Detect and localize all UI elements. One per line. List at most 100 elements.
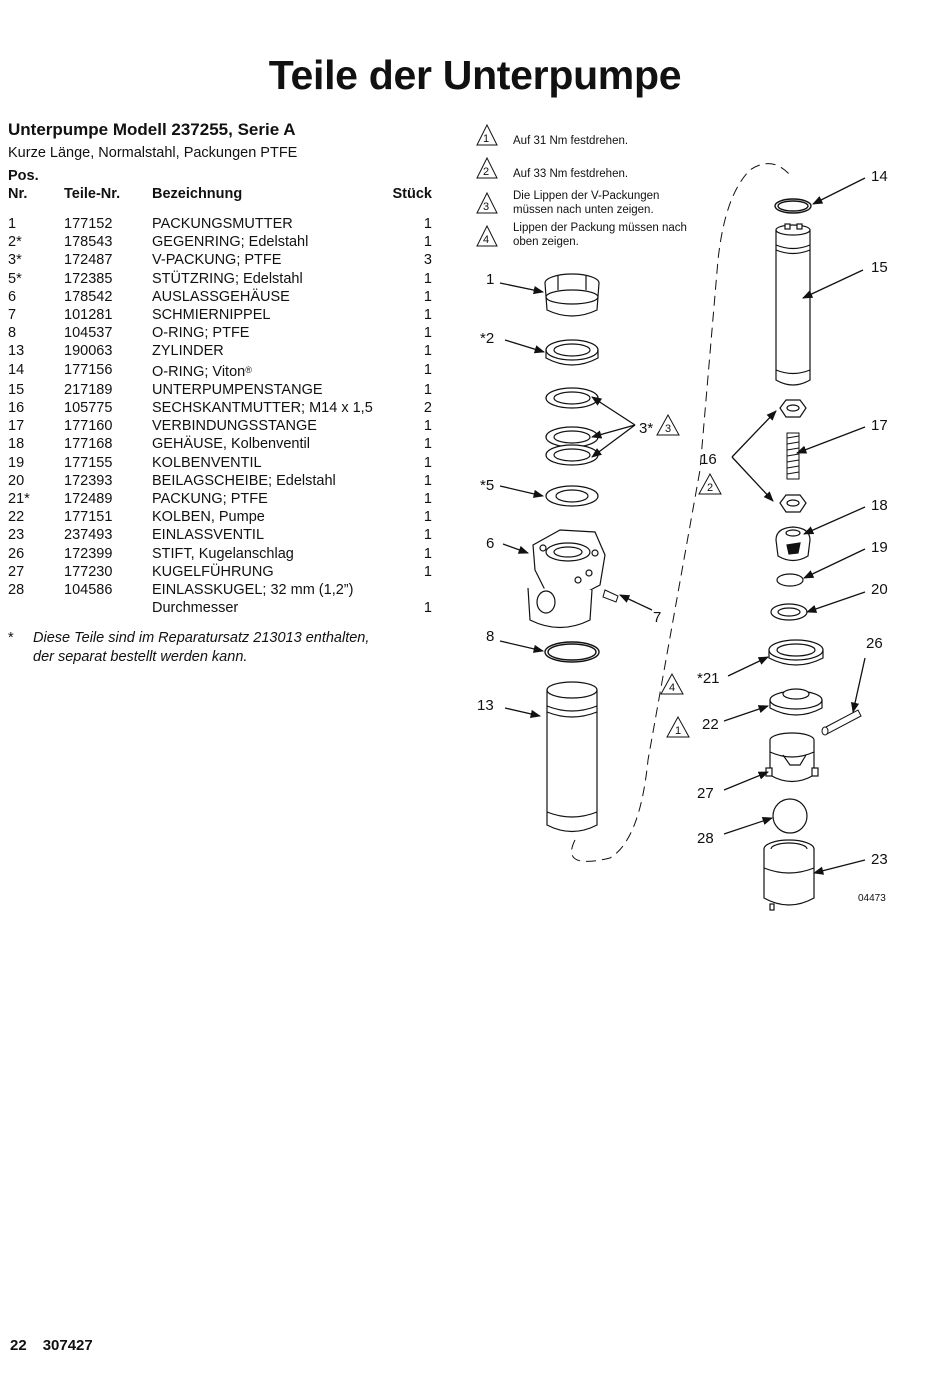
displacement-rod-part [775, 223, 811, 386]
callout-13: 13 [477, 697, 494, 714]
ref-triangle-2: 2 [698, 472, 722, 495]
callout-18: 18 [871, 497, 888, 514]
cell-quantity: 1 [423, 325, 432, 342]
cell-pos: 28 [8, 582, 25, 599]
cell-quantity: 1 [423, 307, 432, 324]
cell-description: AUSLASSGEHÄUSE [152, 288, 290, 305]
note-2: 2 Auf 33 Nm festdrehen. [476, 156, 628, 180]
footnote: * Diese Teile sind im Reparatursatz 2130… [8, 629, 438, 666]
cell-pos: 5* [8, 270, 22, 287]
cell-quantity: 1 [423, 454, 432, 471]
cell-pos: 7 [8, 307, 17, 324]
cell-pos: 13 [8, 343, 25, 360]
svg-text:3: 3 [483, 201, 489, 213]
note-4: 4 Lippen der Packung müssen nach oben ze… [476, 222, 687, 248]
cell-quantity: 1 [423, 436, 432, 453]
cell-description: STIFT, Kugelanschlag [152, 545, 294, 562]
parts-list-section: Unterpumpe Modell 237255, Serie A Kurze … [8, 120, 438, 666]
callout-15: 15 [871, 259, 888, 276]
cell-part-number: 177152 [64, 216, 113, 232]
cell-description: SCHMIERNIPPEL [152, 307, 271, 324]
cell-pos: 8 [8, 325, 17, 342]
cell-pos: 27 [8, 563, 25, 580]
warning-triangle-icon [476, 191, 498, 214]
cell-pos: 26 [8, 545, 25, 562]
callout-8: 8 [486, 628, 494, 645]
cell-description: KUGELFÜHRUNG [152, 563, 274, 580]
assembly-axis-line [571, 163, 791, 862]
cell-quantity: 1 [423, 270, 432, 287]
o-ring-viton-part [774, 198, 812, 214]
cell-part-number: 101281 [64, 307, 113, 324]
piston-valve-housing-part [775, 526, 811, 562]
cell-pos: 21* [8, 491, 30, 508]
cell-part-number: 172489 [64, 491, 113, 508]
footnote-line-2: der separat bestellt werden kann. [33, 648, 248, 665]
page-title: Teile der Unterpumpe [268, 52, 682, 98]
ball-guide-part [765, 732, 819, 783]
intake-ball-part [772, 798, 808, 834]
cell-pos: 6 [8, 288, 17, 305]
cell-quantity: 1 [423, 418, 432, 435]
warning-triangle-icon [698, 472, 722, 495]
cell-pos: 20 [8, 472, 25, 489]
packing-nut-part [544, 273, 600, 317]
table-row: 5* 172385 STÜTZRING; Edelstahl 1 [8, 270, 432, 288]
cell-description: STÜTZRING; Edelstahl [152, 270, 303, 287]
svg-text:Die Lippen der V-Packungen: Die Lippen der V-Packungen [513, 190, 659, 202]
callout-3: 3* [639, 420, 653, 437]
cell-pos: 3* [8, 252, 22, 269]
cell-description: VERBINDUNGSSTANGE [152, 418, 317, 435]
cell-description: O-RING; PTFE [152, 325, 250, 342]
v-packing-part [545, 387, 599, 466]
page-number: 22 [10, 1337, 27, 1354]
cell-part-number: 105775 [64, 400, 113, 417]
cell-quantity: 1 [423, 381, 432, 398]
cell-description: KOLBENVENTIL [152, 454, 262, 471]
cell-description: BEILAGSCHEIBE; Edelstahl [152, 472, 336, 489]
callout-22: 22 [702, 716, 719, 733]
svg-text:Auf 33 Nm festdrehen.: Auf 33 Nm festdrehen. [513, 168, 628, 180]
cell-part-number: 172385 [64, 270, 113, 287]
cell-quantity: 1 [423, 491, 432, 508]
cell-description: ZYLINDER [152, 343, 224, 360]
cell-part-number: 172487 [64, 252, 113, 269]
svg-text:4: 4 [483, 234, 489, 246]
warning-triangle-icon [476, 156, 498, 179]
intake-valve-part [763, 839, 815, 911]
callout-23: 23 [871, 851, 888, 868]
cell-part-number: 178543 [64, 234, 113, 251]
cell-part-number: 177156 [64, 361, 113, 378]
svg-text:1: 1 [483, 133, 489, 145]
pin-part [821, 709, 862, 736]
model-description: Kurze Länge, Normalstahl, Packungen PTFE [8, 145, 298, 161]
cell-quantity: 1 [423, 527, 432, 544]
warning-triangle-icon [476, 123, 498, 146]
callout-19: 19 [871, 539, 888, 556]
cell-pos: 17 [8, 418, 25, 435]
document-number: 307427 [42, 1337, 93, 1354]
callout-2: *2 [480, 330, 494, 347]
cell-pos: 1 [8, 216, 17, 232]
warning-triangle-icon [666, 715, 690, 738]
header-part-number: Teile-Nr. [64, 186, 121, 202]
cell-part-number: 237493 [64, 527, 113, 544]
callout-20: 20 [871, 581, 888, 598]
piston-part [769, 688, 823, 716]
svg-text:oben zeigen.: oben zeigen. [513, 236, 579, 248]
cell-quantity: 1 [423, 600, 432, 617]
svg-text:2: 2 [707, 482, 713, 494]
cell-description: GEHÄUSE, Kolbenventil [152, 436, 310, 453]
cell-quantity: 1 [423, 288, 432, 305]
